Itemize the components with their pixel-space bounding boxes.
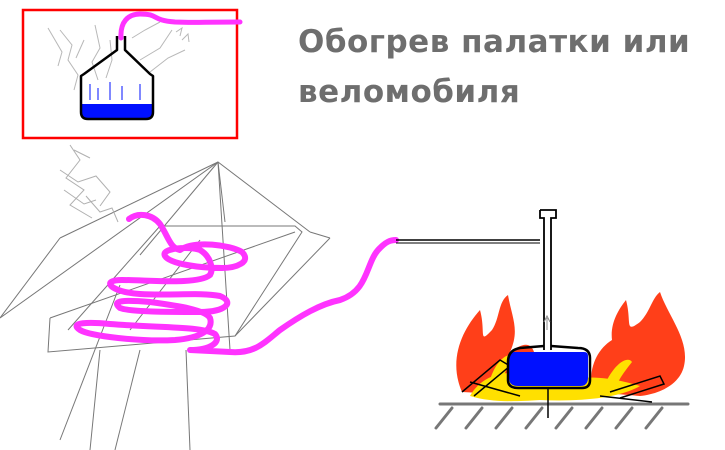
heater-water [509,352,588,386]
inset-hose [118,11,243,41]
inset-frame [21,8,239,140]
inset-water [81,104,153,119]
title-line-2: веломобиля [298,74,521,110]
ground [434,402,690,430]
heater-tube [539,209,557,350]
tent-steam [59,144,119,223]
heater-flask-outline [506,344,592,390]
logs [461,359,666,403]
title-line-1: Обогрев палатки или [298,24,691,60]
inset-flask [79,36,155,121]
inset-flask-outline [79,36,155,121]
inset-steam [47,21,190,91]
heater-apparatus [396,209,690,430]
inset-detail [21,8,243,140]
heater-flask [506,344,592,418]
tent-hose [73,211,399,356]
steam-arrow [543,314,551,330]
